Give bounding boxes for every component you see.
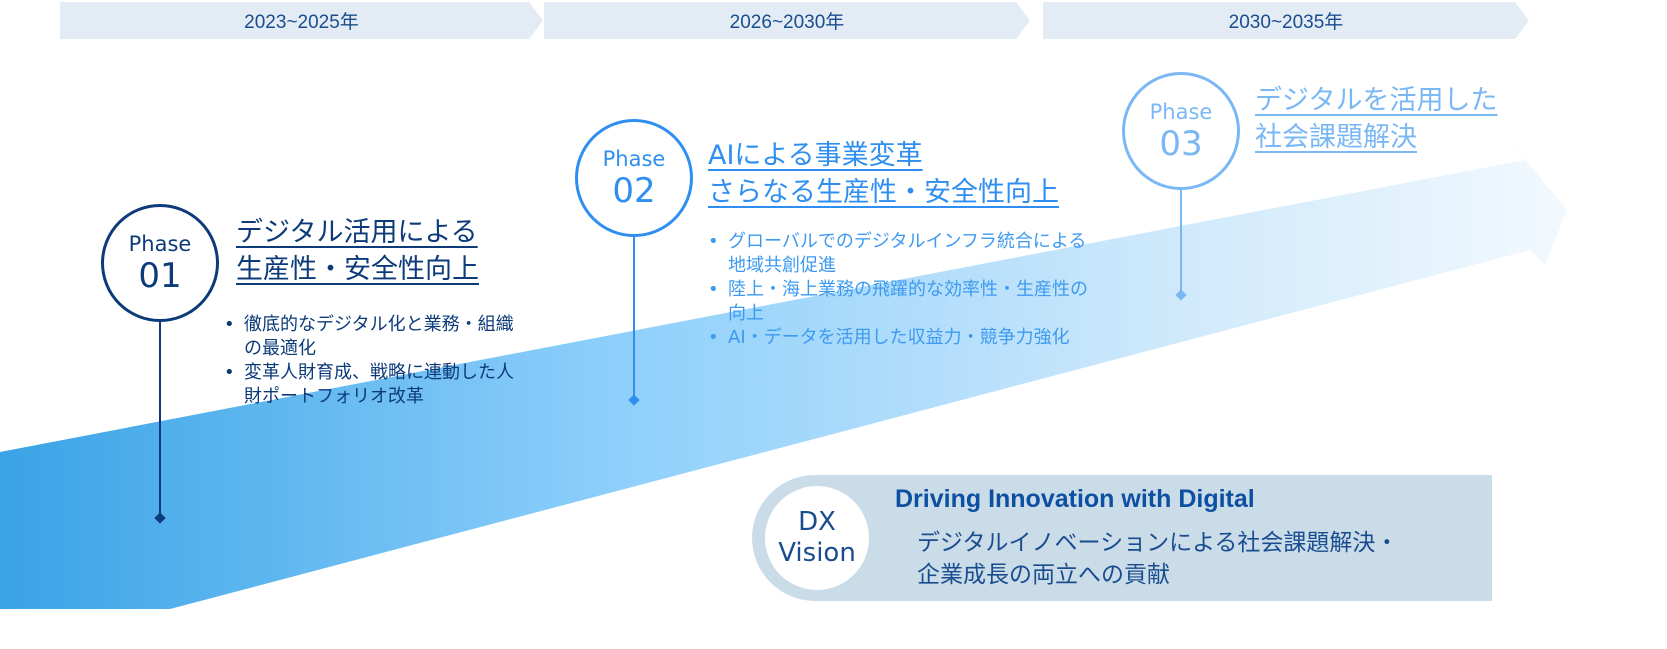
badge-line: DX: [798, 506, 836, 537]
badge-line: Vision: [778, 538, 856, 568]
period-2023-2025: 2023~2025年: [60, 2, 543, 39]
title-line: 社会課題解決: [1255, 122, 1417, 153]
phase02-line: [633, 230, 635, 400]
phase01-title: デジタル活用による 生産性・安全性向上: [236, 214, 479, 288]
phase-number: 01: [138, 255, 182, 296]
bullet-item: 変革人財育成、戦略に連動した人財ポートフォリオ改革: [222, 361, 522, 409]
phase-number: 03: [1159, 123, 1203, 164]
vision-heading: Driving Innovation with Digital: [895, 485, 1255, 513]
bullet-item: 陸上・海上業務の飛躍的な効率性・生産性の向上: [706, 278, 1096, 326]
title-line: さらなる生産性・安全性向上: [708, 177, 1059, 208]
phase01-bullets: 徹底的なデジタル化と業務・組織の最適化 変革人財育成、戦略に連動した人財ポートフ…: [222, 313, 522, 409]
phase02-title: AIによる事業変革 さらなる生産性・安全性向上: [708, 137, 1059, 211]
title-line: 生産性・安全性向上: [236, 254, 479, 285]
phase-label: Phase: [602, 146, 666, 171]
phase-label: Phase: [1149, 99, 1213, 124]
phase02-badge: Phase 02: [575, 119, 693, 237]
bullet-item: グローバルでのデジタルインフラ統合による地域共創促進: [706, 230, 1096, 278]
phase03-badge: Phase 03: [1122, 72, 1240, 190]
phase03-line: [1180, 185, 1182, 295]
period-2030-2035: 2030~2035年: [1043, 2, 1529, 39]
period-2026-2030: 2026~2030年: [544, 2, 1030, 39]
vision-text-line: 企業成長の両立への貢献: [917, 562, 1170, 588]
phase01-badge: Phase 01: [101, 204, 219, 322]
dx-vision-badge: DX Vision: [765, 486, 869, 590]
dx-vision-panel: Driving Innovation with Digital デジタルイノベー…: [752, 475, 1492, 601]
phase02-bullets: グローバルでのデジタルインフラ統合による地域共創促進 陸上・海上業務の飛躍的な効…: [706, 230, 1096, 350]
vision-text-line: デジタルイノベーションによる社会課題解決・: [917, 530, 1399, 556]
phase-label: Phase: [128, 231, 192, 256]
bullet-item: 徹底的なデジタル化と業務・組織の最適化: [222, 313, 522, 361]
title-line: デジタル活用による: [236, 217, 478, 248]
phase-number: 02: [612, 170, 656, 211]
phase01-line: [159, 300, 161, 518]
phase03-title: デジタルを活用した 社会課題解決: [1255, 82, 1497, 156]
title-line: AIによる事業変革: [708, 140, 923, 171]
bullet-item: AI・データを活用した収益力・競争力強化: [706, 326, 1096, 350]
title-line: デジタルを活用した: [1255, 85, 1498, 116]
